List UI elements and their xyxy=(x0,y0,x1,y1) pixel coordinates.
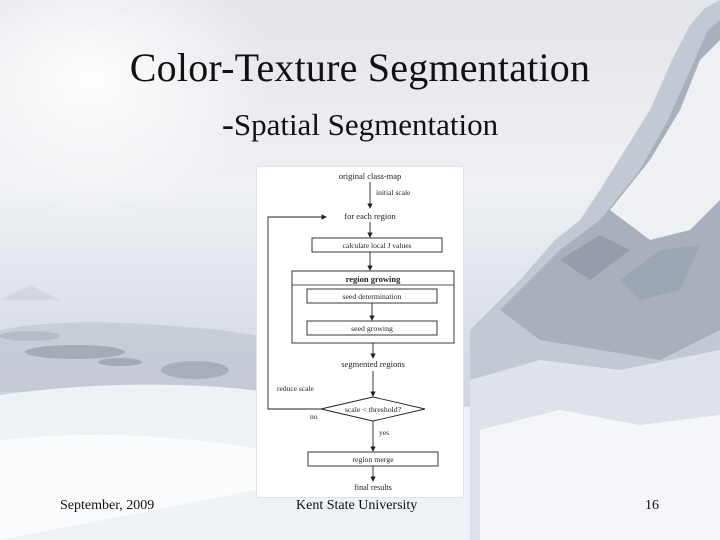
flowchart: original class-map initial scale for eac… xyxy=(267,171,455,492)
reduce-scale-label: reduce scale xyxy=(277,384,315,393)
slide-title: Color-Texture Segmentation xyxy=(129,45,591,90)
seed-growing-box xyxy=(306,320,438,336)
flowchart-figure: original class-map initial scale for eac… xyxy=(256,166,464,498)
footer-page-number: 16 xyxy=(645,498,659,513)
for-each-region-label: for each region xyxy=(344,211,396,221)
segmented-regions-label: segmented regions xyxy=(341,359,405,369)
subtitle-text: Spatial Segmentation xyxy=(233,107,499,142)
footer-date: September, 2009 xyxy=(60,498,155,513)
calculate-j-box xyxy=(311,237,443,253)
final-results-label: final results xyxy=(354,483,392,492)
footer-institution: Kent State University xyxy=(296,498,418,513)
region-growing-label: region growing xyxy=(346,274,401,284)
initial-scale-label: initial scale xyxy=(376,188,411,197)
scale-threshold-label: scale < threshold? xyxy=(345,405,402,414)
loop-back-arrow xyxy=(267,214,327,410)
slide-subtitle: -Spatial Segmentation xyxy=(0,102,720,144)
original-class-map-label: original class-map xyxy=(339,171,402,181)
seed-determination-label: seed determination xyxy=(342,292,401,301)
subtitle-dash: - xyxy=(221,104,234,144)
calculate-local-j-label: calculate local J values xyxy=(343,241,412,250)
no-label: no xyxy=(310,412,318,421)
region-merge-label: region merge xyxy=(352,455,394,464)
seed-growing-label: seed growing xyxy=(351,324,393,333)
yes-label: yes xyxy=(379,428,389,437)
